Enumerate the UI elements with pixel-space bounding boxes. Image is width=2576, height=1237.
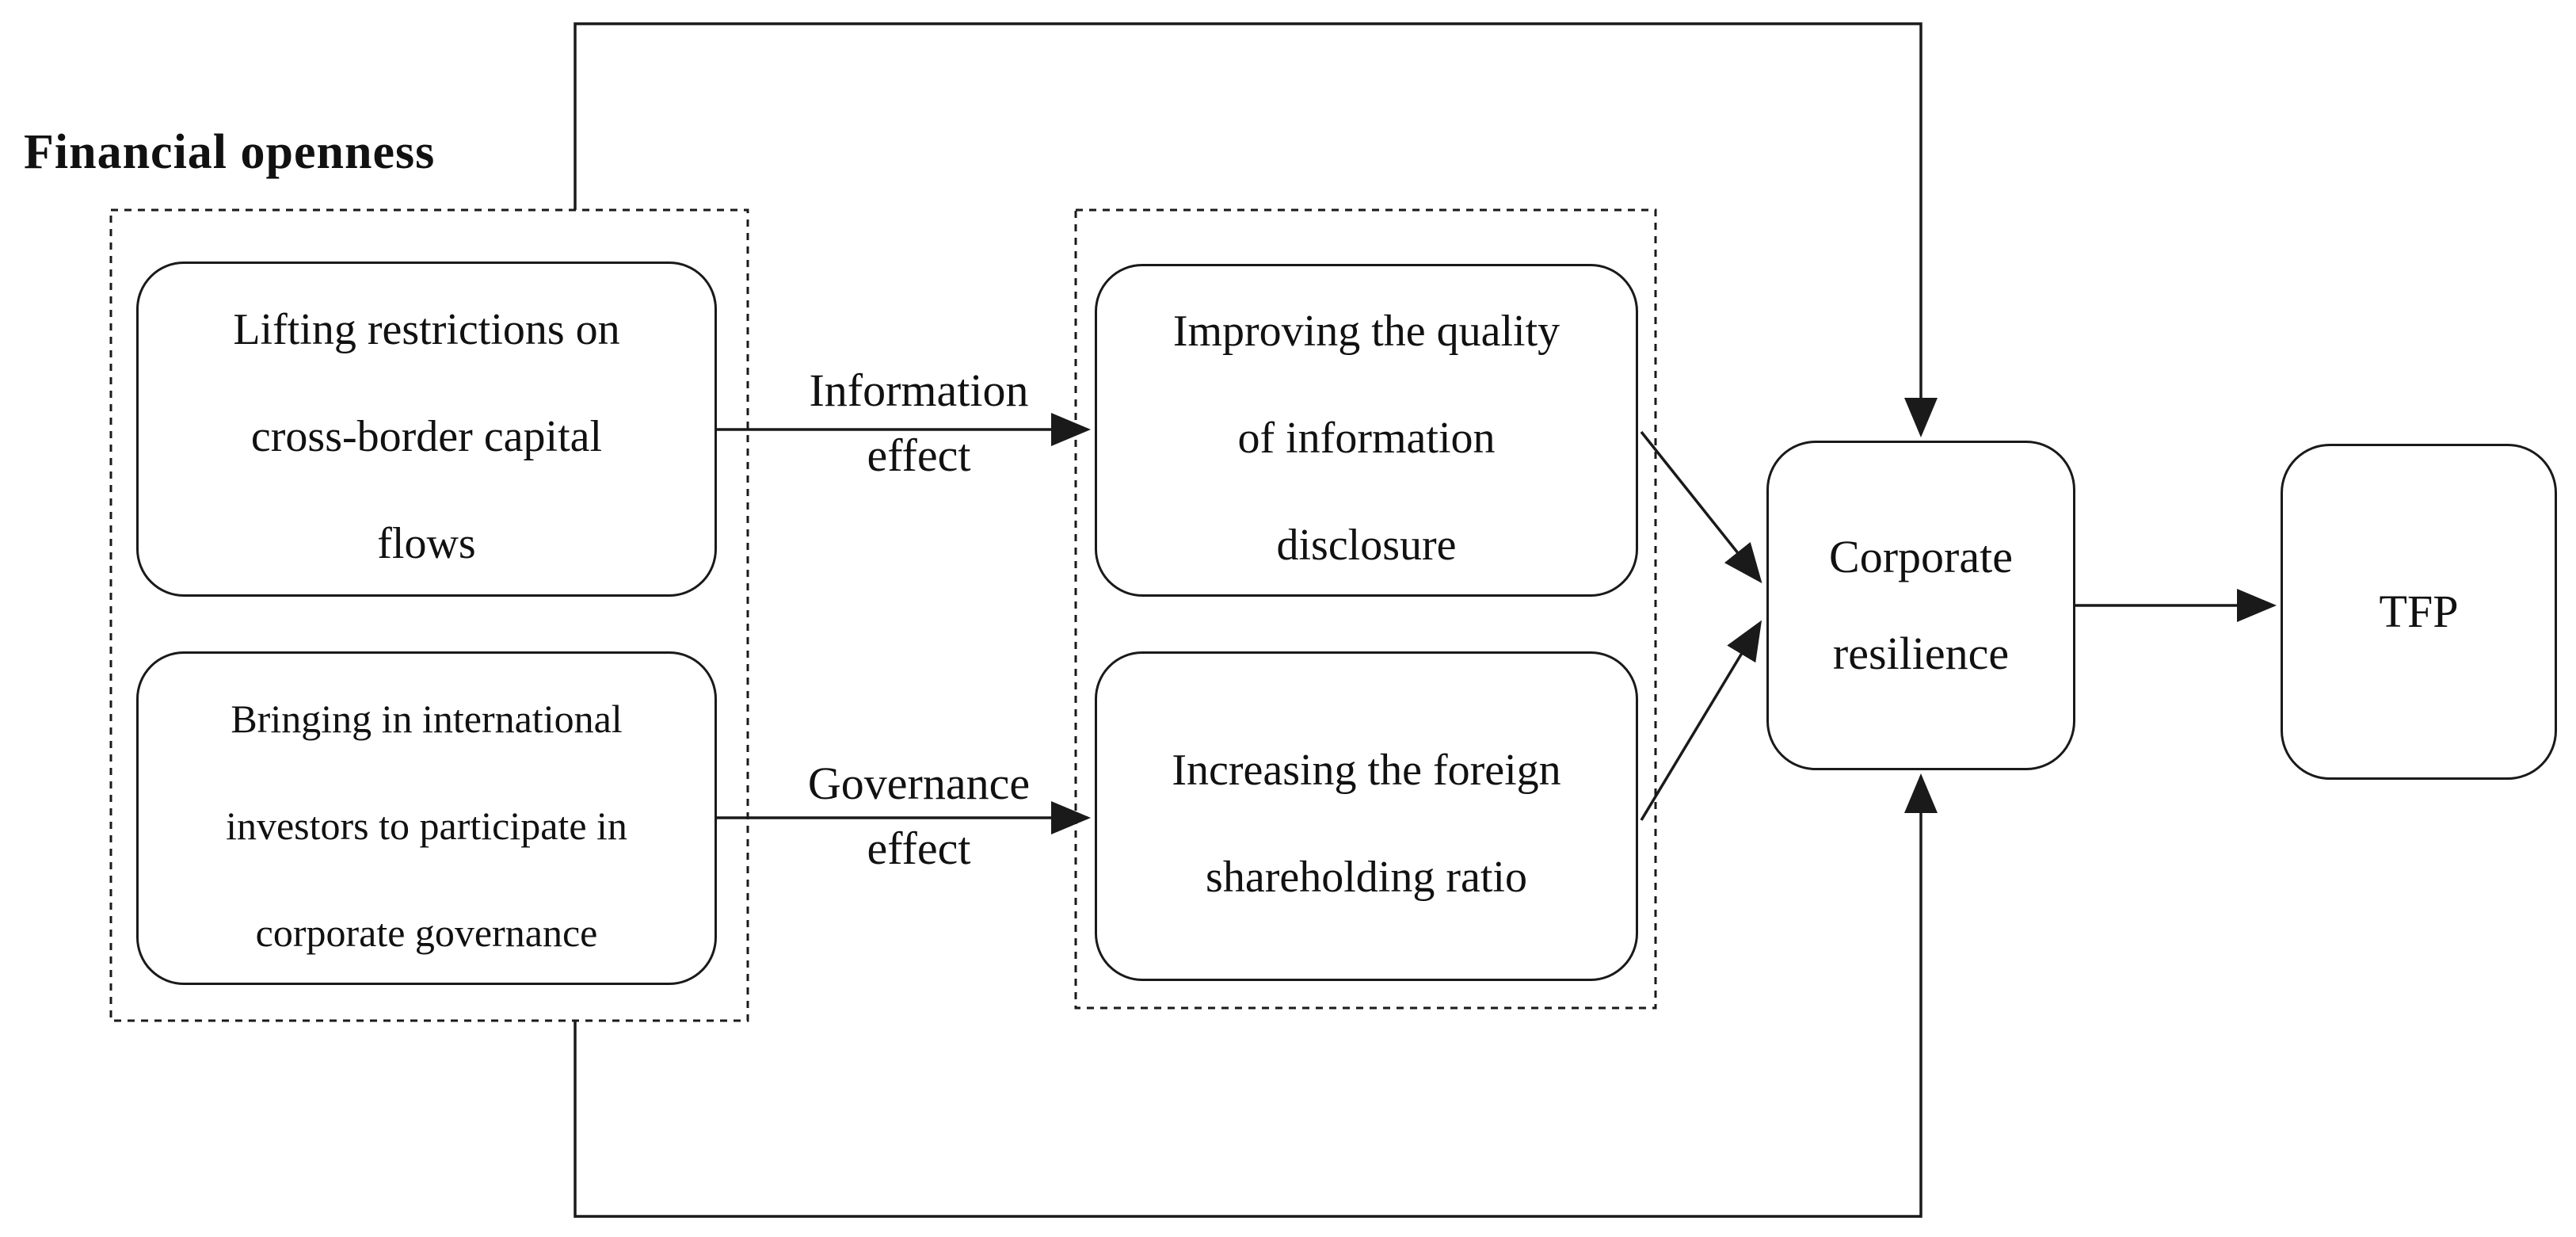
node-tfp-line-1: TFP (2379, 586, 2459, 637)
governance-effect-label-line-2: effect (867, 823, 971, 874)
disclosure-to-resilience-arrow (1640, 430, 1762, 584)
node-foreign-shareholding: Increasing the foreign shareholding rati… (1095, 651, 1638, 981)
node-information-disclosure: Improving the quality of information dis… (1095, 264, 1638, 597)
node-bringing-investors-line-3: corporate governance (255, 911, 598, 955)
information-effect-label: Information effect (717, 357, 1121, 489)
node-bringing-investors-line-1: Bringing in international (231, 697, 623, 741)
node-corporate-resilience: Corporate resilience (1766, 441, 2075, 770)
diagram-title: Financial openness (24, 125, 436, 179)
node-lifting-restrictions-line-1: Lifting restrictions on (233, 305, 620, 354)
node-information-disclosure-line-2: of information (1237, 413, 1496, 463)
governance-effect-label-line-1: Governance (807, 758, 1031, 809)
node-bringing-investors: Bringing in international investors to p… (136, 651, 717, 985)
node-corporate-resilience-line-2: resilience (1832, 628, 2010, 679)
node-tfp: TFP (2281, 444, 2557, 780)
node-foreign-shareholding-line-2: shareholding ratio (1206, 853, 1527, 902)
node-lifting-restrictions-line-2: cross-border capital (250, 412, 603, 461)
node-foreign-shareholding-line-1: Increasing the foreign (1172, 746, 1561, 795)
governance-effect-label: Governance effect (717, 750, 1121, 882)
node-lifting-restrictions: Lifting restrictions on cross-border cap… (136, 262, 717, 597)
node-lifting-restrictions-line-3: flows (377, 519, 476, 568)
information-effect-label-line-2: effect (867, 430, 971, 481)
node-corporate-resilience-line-1: Corporate (1829, 531, 2013, 582)
shareholding-to-resilience-arrow (1640, 620, 1762, 821)
information-effect-label-line-1: Information (809, 365, 1029, 416)
node-information-disclosure-line-3: disclosure (1276, 520, 1457, 570)
node-bringing-investors-line-2: investors to participate in (226, 804, 627, 848)
node-information-disclosure-line-1: Improving the quality (1172, 306, 1560, 356)
